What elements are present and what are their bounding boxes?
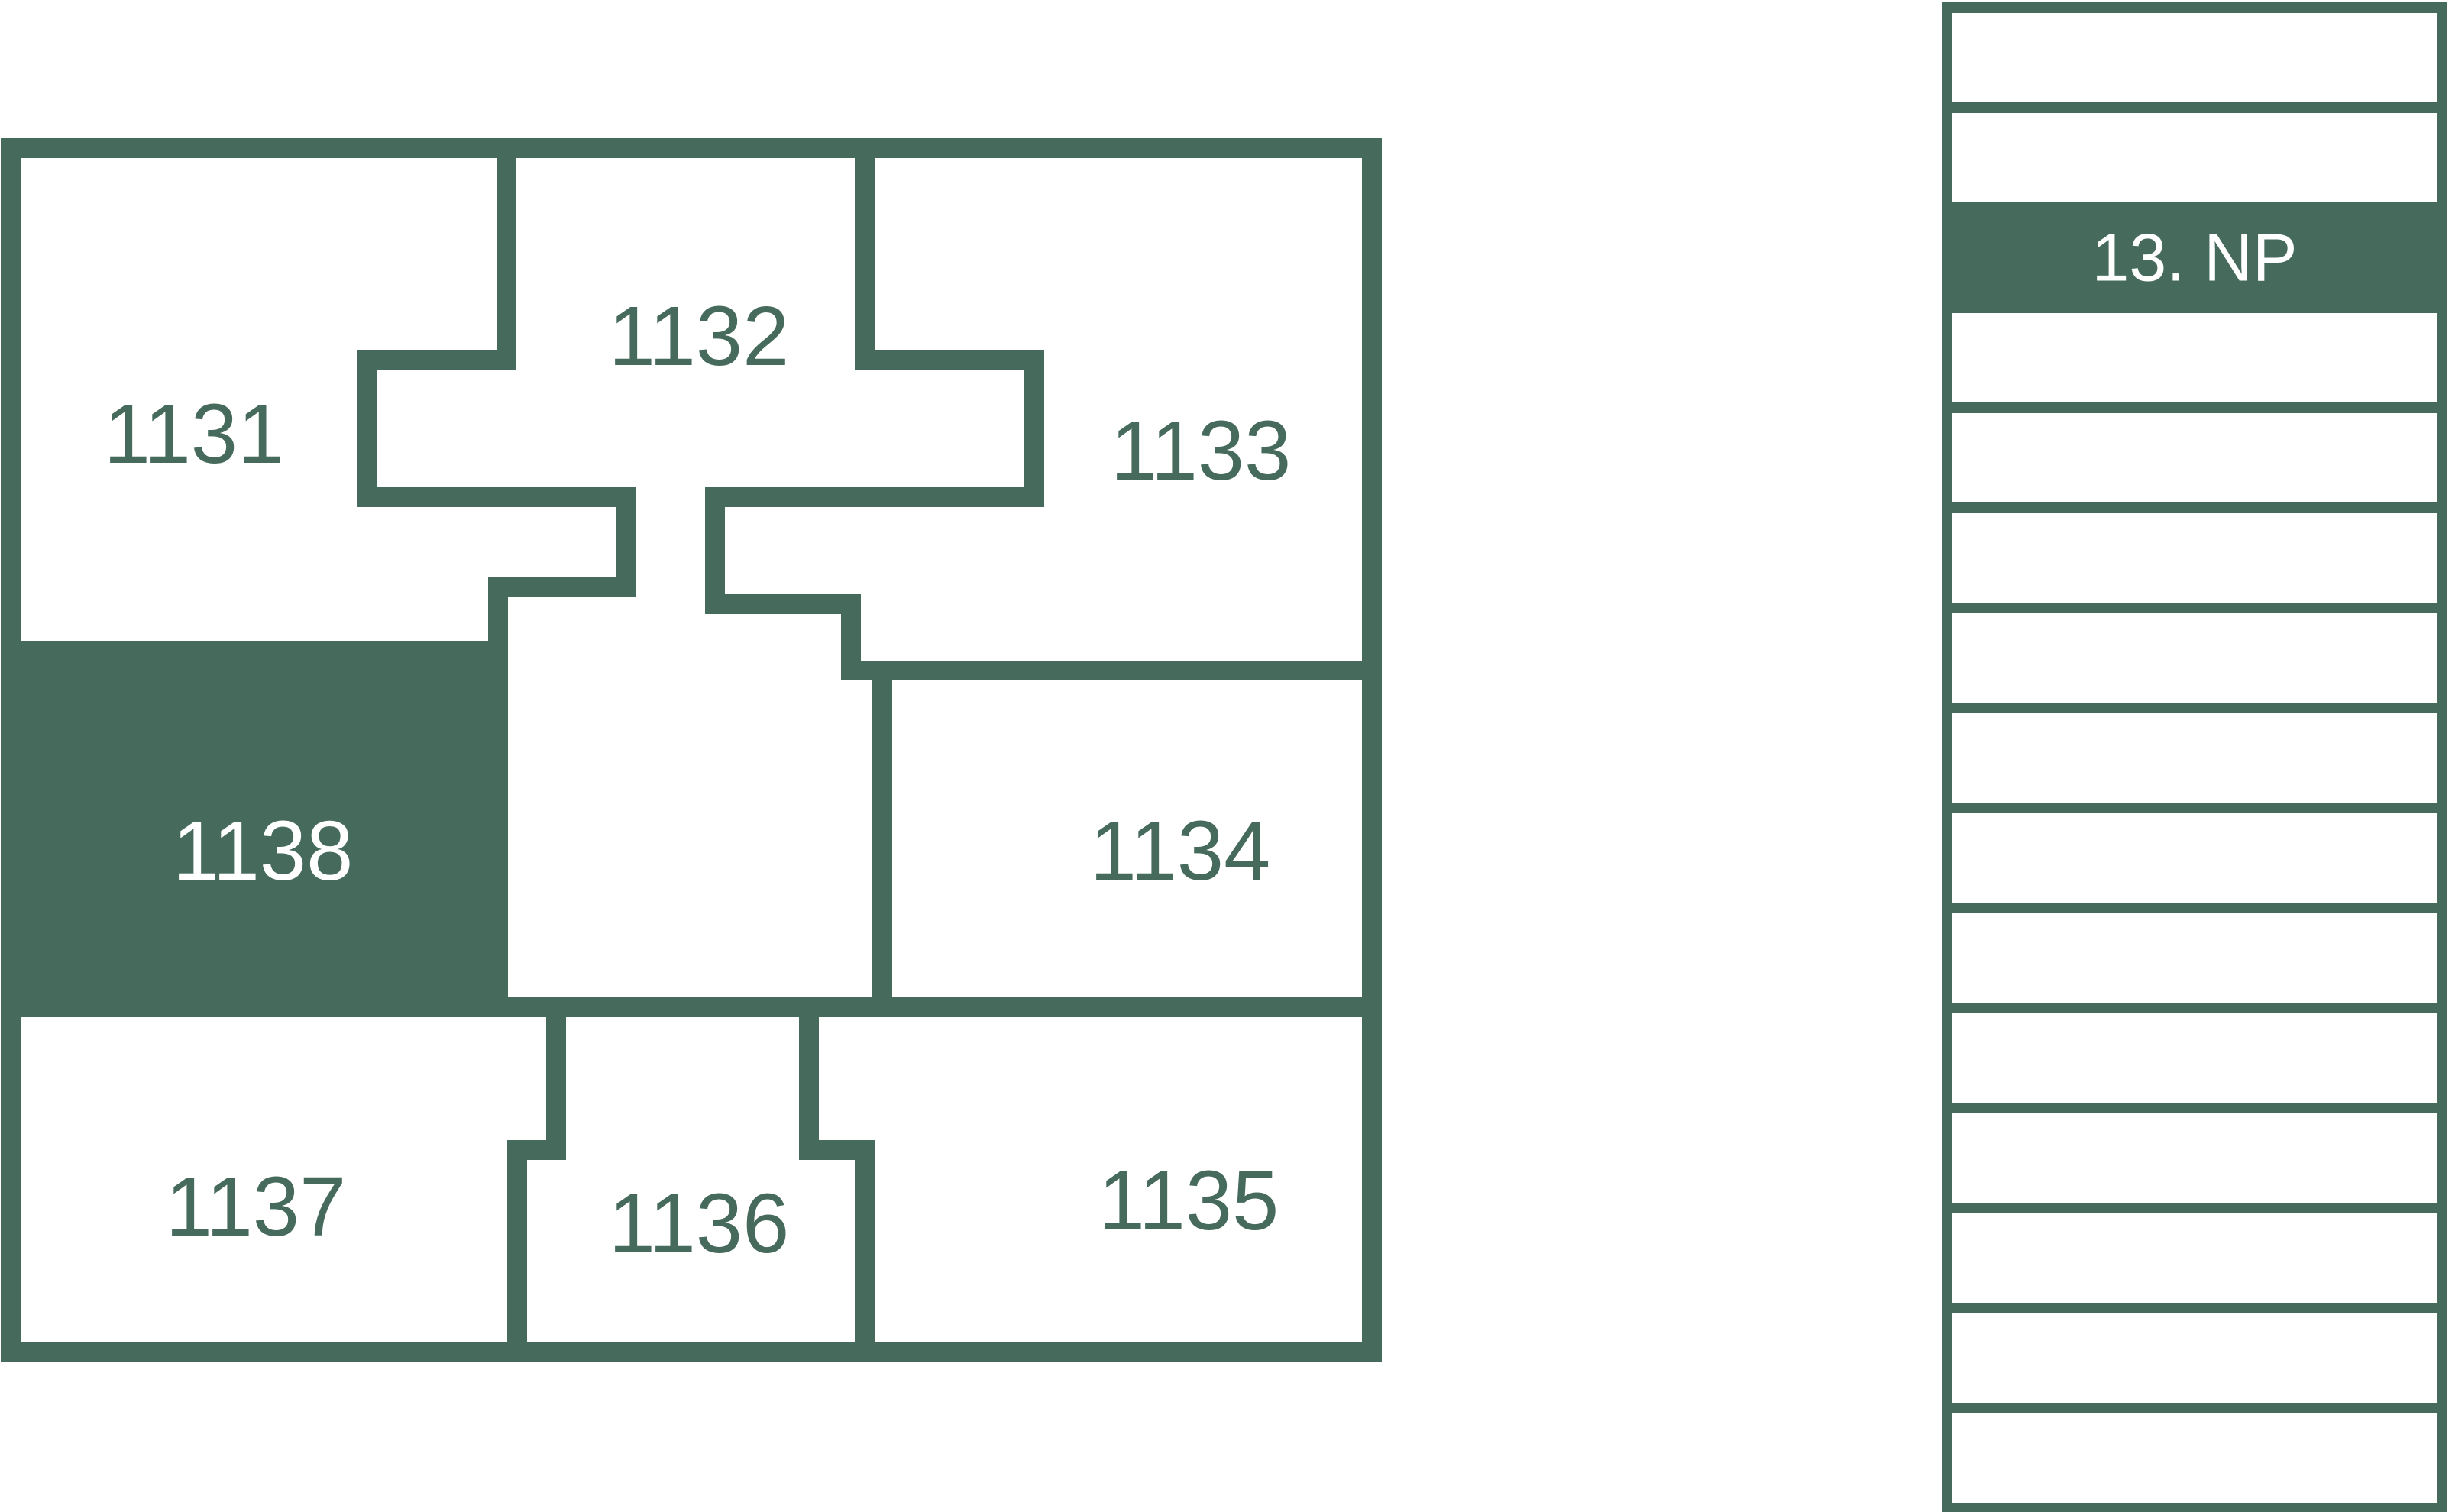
unit-1137-label: 1137 [166, 1160, 347, 1254]
floor-plan: 1131 1132 1133 1134 1135 1136 1137 1138 [1, 138, 1382, 1362]
floor-row[interactable] [1942, 302, 2447, 413]
unit-1136-label: 1136 [609, 1177, 790, 1271]
floor-row[interactable] [1942, 1403, 2447, 1512]
floor-selector: 13. NP [1942, 2, 2447, 1512]
floor-row[interactable] [1942, 703, 2447, 813]
floor-row[interactable] [1942, 1003, 2447, 1113]
floor-row-active[interactable] [1942, 202, 2447, 313]
wall-1136-1135 [799, 997, 875, 1362]
floor-row[interactable] [1942, 102, 2447, 213]
wall-1132-1133 [705, 138, 1382, 680]
floor-row[interactable] [1942, 2, 2447, 113]
unit-1134-label: 1134 [1090, 804, 1271, 898]
active-floor-label: 13. NP [2091, 220, 2297, 296]
unit-1132[interactable] [367, 148, 1034, 497]
unit-1138-label: 1138 [173, 804, 354, 898]
unit-1137[interactable] [11, 1007, 556, 1352]
unit-1131[interactable] [11, 148, 626, 651]
wall-1137-1136 [507, 997, 566, 1362]
unit-1138[interactable] [11, 651, 498, 1007]
unit-1136[interactable] [517, 1007, 865, 1352]
floor-row[interactable] [1942, 1303, 2447, 1413]
unit-1131-label: 1131 [104, 387, 285, 481]
floor-row[interactable] [1942, 1203, 2447, 1313]
floor-row[interactable] [1942, 1103, 2447, 1213]
floor-row[interactable] [1942, 502, 2447, 613]
unit-1135[interactable] [809, 1007, 1372, 1352]
unit-1134[interactable] [882, 670, 1372, 1007]
wall-1131-1132 [357, 138, 636, 661]
floor-row[interactable] [1942, 603, 2447, 713]
unit-1135-label: 1135 [1098, 1154, 1279, 1248]
floor-row[interactable] [1942, 903, 2447, 1013]
corridor [498, 497, 882, 1007]
floor-row[interactable] [1942, 402, 2447, 513]
unit-1133-label: 1133 [1111, 404, 1292, 498]
unit-1132-label: 1132 [609, 289, 790, 383]
floor-row[interactable] [1942, 803, 2447, 913]
outer-wall [1, 138, 1382, 1362]
